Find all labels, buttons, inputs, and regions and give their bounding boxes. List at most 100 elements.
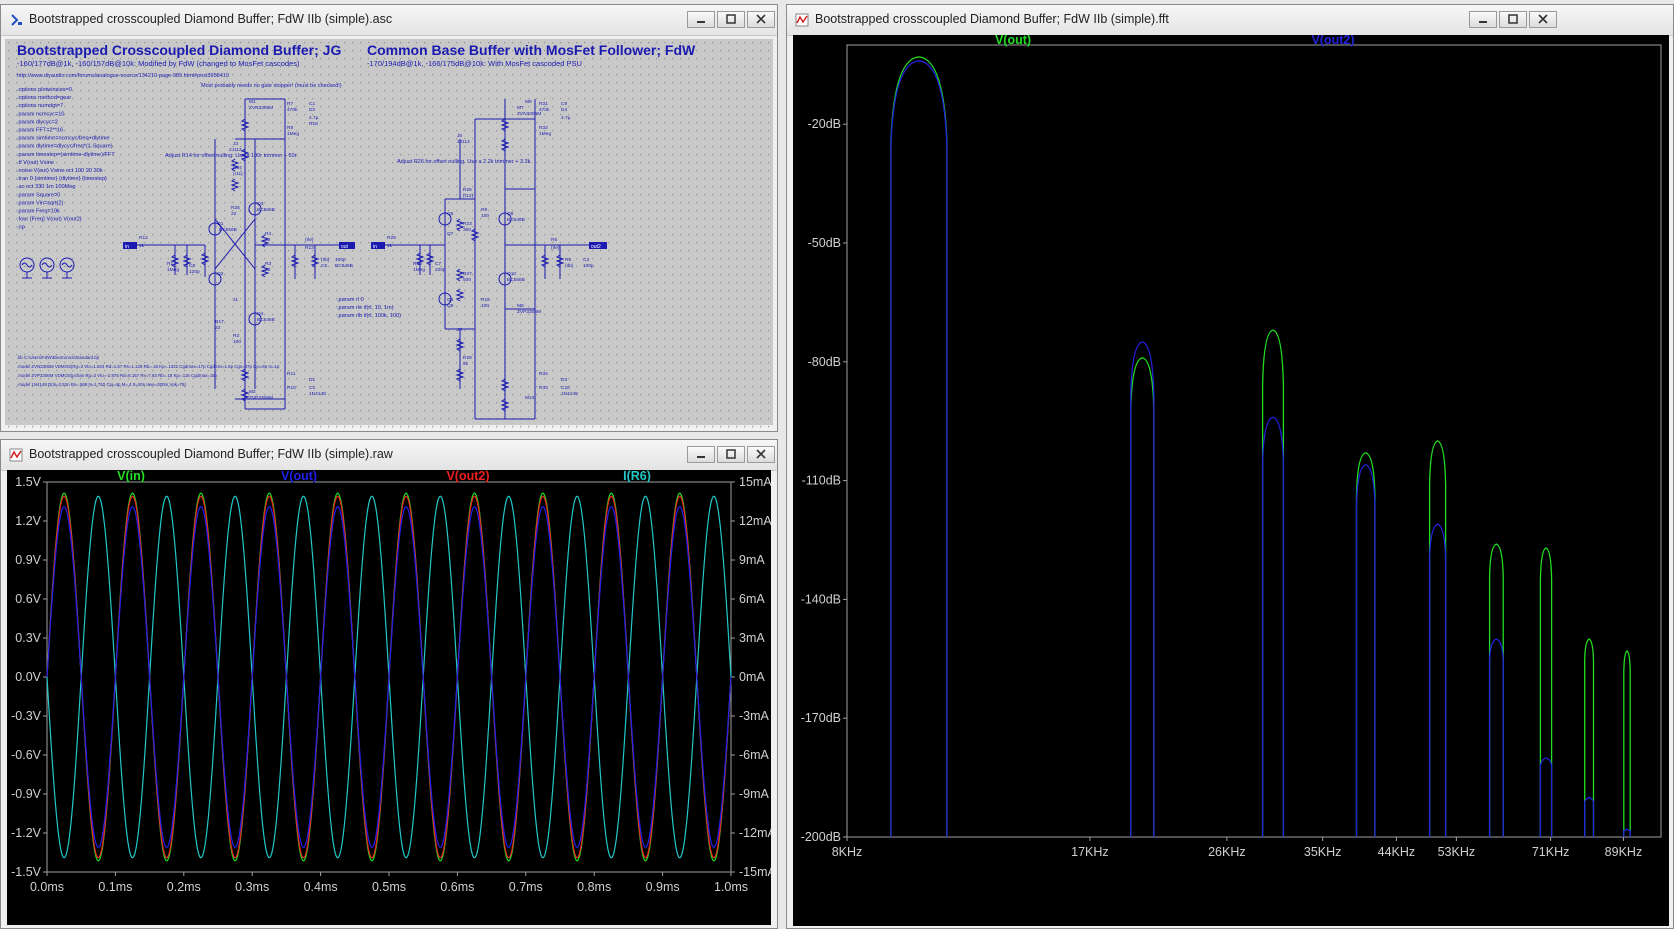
component-label: M10 — [525, 395, 535, 401]
component-label: R5 — [565, 257, 571, 263]
x-tick-label: 53KHz — [1438, 845, 1476, 859]
component-label: BC546B — [507, 217, 525, 223]
fft-peak-out2[interactable] — [1130, 341, 1155, 837]
fft-peak-out2[interactable] — [890, 60, 948, 837]
component-label: D3 — [561, 377, 567, 383]
component-label: C7 — [435, 261, 441, 267]
fft-peak-out2[interactable] — [1539, 757, 1553, 837]
fft-peak-out2[interactable] — [1488, 638, 1504, 837]
component-label: R3 — [265, 261, 271, 267]
transient-window[interactable]: Bootstrapped crosscoupled Diamond Buffer… — [0, 439, 778, 929]
y-tick-label-left: -1.2V — [11, 826, 42, 840]
param-block: .param rl 0.param rle if(rl, 10, 1m).par… — [337, 297, 401, 319]
fft-peak-out2[interactable] — [1355, 464, 1376, 837]
component-label: Q10 — [507, 271, 516, 277]
port-out-left[interactable]: out — [339, 242, 355, 250]
fft-peak-out2[interactable] — [1428, 523, 1447, 837]
legend-v-out2-[interactable]: V(out2) — [1311, 35, 1354, 47]
x-tick-label: 1.0ms — [714, 880, 748, 894]
fft-peak-out[interactable] — [1584, 638, 1595, 837]
fft-peak-out[interactable] — [1488, 543, 1504, 837]
y-tick-label: -170dB — [801, 711, 841, 725]
transient-titlebar[interactable]: Bootstrapped crosscoupled Diamond Buffer… — [1, 440, 777, 471]
component-label: 300 — [463, 227, 471, 233]
port-in-left[interactable]: in — [123, 242, 137, 250]
component-label: C8 — [189, 263, 195, 269]
y-tick-label-left: 0.6V — [15, 592, 41, 606]
maximize-button[interactable] — [717, 446, 745, 463]
y-tick-label-left: 0.0V — [15, 670, 41, 684]
fft-titlebar[interactable]: Bootstrapped crosscoupled Diamond Buffer… — [787, 5, 1673, 36]
maximize-icon — [726, 14, 736, 24]
component-label: Q1 — [217, 221, 224, 227]
fft-peak-out2[interactable] — [1584, 796, 1595, 837]
component-label: R30 — [413, 261, 422, 267]
heading-right: Common Base Buffer with MosFet Follower;… — [367, 42, 696, 58]
component-label: C5 — [321, 263, 327, 269]
waveform-viewer-icon — [9, 448, 23, 462]
fft-peak-out2[interactable] — [1261, 416, 1285, 837]
fft-peak-out[interactable] — [1261, 329, 1285, 837]
note-mos: Most probably needs no gate stopper! (mu… — [201, 83, 342, 89]
port-out2-right[interactable]: out2 — [589, 242, 607, 250]
maximize-icon — [1508, 14, 1518, 24]
param-line: .param rl 0 — [337, 297, 364, 303]
fft-peak-out[interactable] — [1539, 547, 1553, 837]
x-tick-label: 17KHz — [1071, 845, 1109, 859]
fft-window[interactable]: Bootstrapped crosscoupled Diamond Buffer… — [786, 4, 1674, 929]
y-tick-label-left: 0.9V — [15, 553, 41, 567]
schematic-canvas[interactable]: Bootstrapped Crosscoupled Diamond Buffer… — [5, 39, 773, 429]
component-label: 220p — [435, 267, 446, 273]
schematic-titlebar[interactable]: Bootstrapped crosscoupled Diamond Buffer… — [1, 5, 777, 36]
param-line: .param rle if(rl, 10, 1m) — [337, 305, 394, 311]
subtitle-right: -170/194dB@1k, -166/175dB@10k: With MosF… — [367, 59, 582, 68]
minimize-button[interactable] — [687, 446, 715, 463]
note-r26: Adjust R26 for offset nulling. Use a 2.2… — [397, 159, 532, 165]
component-label: 1Meg — [539, 131, 551, 137]
component-label: 1Meg — [287, 131, 299, 137]
port-in-right[interactable]: in — [371, 242, 385, 250]
component-label: BC546B — [335, 263, 353, 269]
minimize-button[interactable] — [1469, 11, 1497, 28]
directive-line: .options numdgt=7 — [17, 103, 63, 109]
close-button[interactable] — [1529, 11, 1557, 28]
source-symbols — [19, 257, 75, 279]
y-tick-label: -50dB — [808, 236, 841, 250]
close-button[interactable] — [747, 446, 775, 463]
minimize-icon — [697, 21, 705, 23]
component-label: Q7 — [447, 231, 454, 237]
component-label: {r12} — [463, 193, 474, 199]
x-tick-label: 0.2ms — [167, 880, 201, 894]
fft-peak-out[interactable] — [1428, 440, 1447, 837]
y-tick-label-right: 15mA — [739, 475, 771, 489]
component-label: BC546B — [257, 317, 275, 323]
fft-peak-out[interactable] — [1130, 357, 1155, 837]
fft-peak-out2[interactable] — [1623, 828, 1631, 837]
legend-i-r6-[interactable]: I(R6) — [623, 470, 651, 483]
schematic-window[interactable]: Bootstrapped crosscoupled Diamond Buffer… — [0, 4, 778, 432]
component-label: R18 — [309, 121, 318, 127]
fft-peak-out[interactable] — [1355, 452, 1376, 837]
legend-v-out2-[interactable]: V(out2) — [446, 470, 489, 483]
component-labels: Q1Q2Q3Q4R121kR11MegC8120pR2522R1722R422R… — [139, 99, 594, 401]
component-label: C9 — [561, 101, 567, 107]
maximize-button[interactable] — [1499, 11, 1527, 28]
y-tick-label-right: 9mA — [739, 553, 765, 567]
legend-v-out-[interactable]: V(out) — [281, 470, 317, 483]
directive-line: .op — [17, 225, 25, 231]
maximize-button[interactable] — [717, 11, 745, 28]
trace-vout[interactable] — [46, 506, 732, 848]
component-label: 470k — [539, 107, 550, 113]
component-label: D2 — [309, 107, 315, 113]
legend-v-out-[interactable]: V(out) — [995, 35, 1031, 47]
legend-v-in-[interactable]: V(in) — [117, 470, 145, 483]
component-label: J3 — [233, 141, 238, 147]
fft-peak-out[interactable] — [1623, 650, 1631, 837]
minimize-button[interactable] — [687, 11, 715, 28]
close-button[interactable] — [747, 11, 775, 28]
y-tick-label: -80dB — [808, 355, 841, 369]
